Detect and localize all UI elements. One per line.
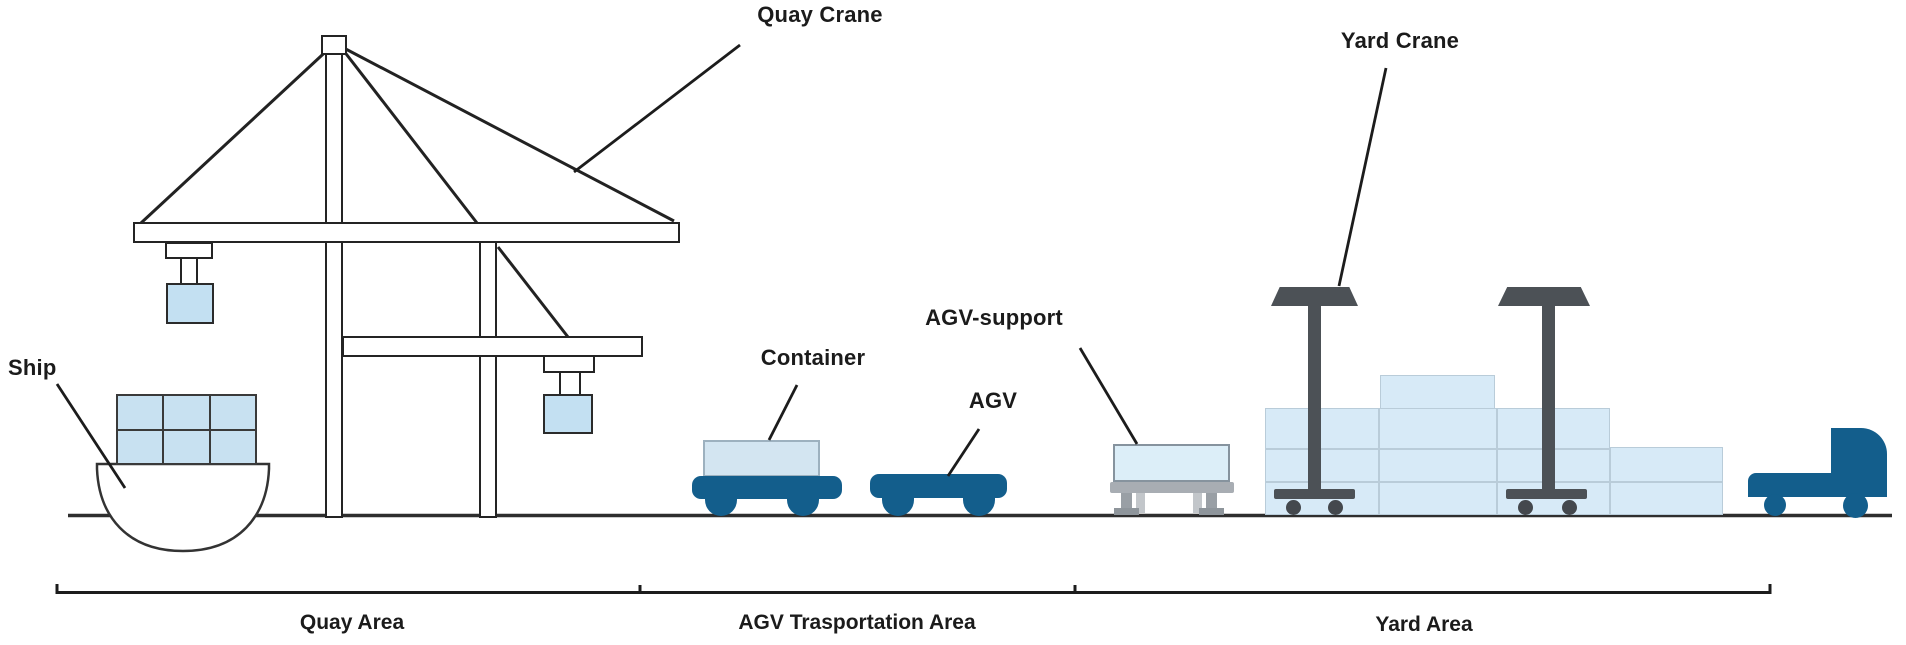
trolley-2-stem xyxy=(559,371,581,396)
agv-support-container xyxy=(1113,444,1230,482)
yard-crane-label: Yard Crane xyxy=(1340,28,1460,53)
yard-crane-1-wheel-left xyxy=(1286,500,1301,515)
yard-crane-2-wheel-right xyxy=(1562,500,1577,515)
container-label: Container xyxy=(760,345,866,370)
yard-crane-1-cap xyxy=(1271,287,1358,306)
quay-crane-main-boom xyxy=(133,222,680,243)
quay-crane-stay-right-1 xyxy=(338,45,479,224)
agv-support-leg-left xyxy=(1121,493,1132,515)
yard-stack-right-block xyxy=(1610,447,1723,515)
agv-support-top-bar xyxy=(1110,482,1234,493)
quay-crane-brace xyxy=(496,246,570,338)
yard-crane-2-bottom-bar xyxy=(1506,489,1587,499)
agv-2-body xyxy=(870,474,1007,498)
quay-crane-leader-line xyxy=(573,43,741,174)
yard-crane-2-cap xyxy=(1498,287,1590,306)
agv-transportation-area-label: AGV Trasportation Area xyxy=(738,611,976,634)
agv-support-label: AGV-support xyxy=(925,305,1063,330)
agv-1-wheel-right xyxy=(787,497,819,516)
ship-hull xyxy=(95,462,271,553)
trolley-2-container xyxy=(543,394,593,434)
agv-support-back-leg-right xyxy=(1193,493,1202,513)
agv-1-body xyxy=(692,476,842,499)
agv-support-leader-line xyxy=(1078,347,1139,445)
quay-crane-lower-beam xyxy=(342,336,643,357)
yard-crane-1-mast xyxy=(1308,304,1321,492)
quay-crane-mast xyxy=(325,53,343,518)
quay-crane-stay-right-2 xyxy=(339,44,675,223)
ship-leader-line xyxy=(55,383,127,489)
yard-crane-2-mast xyxy=(1542,304,1555,492)
area-bracket xyxy=(55,584,1772,594)
agv-support-back-leg-left xyxy=(1136,493,1145,513)
container-leader-line xyxy=(767,384,799,441)
yard-stack-line-h2 xyxy=(1266,481,1609,483)
yard-crane-1-wheel-right xyxy=(1328,500,1343,515)
agv-1-wheel-left xyxy=(705,497,737,516)
trolley-1-stem xyxy=(180,257,198,285)
agv-1-container xyxy=(703,440,820,477)
truck-wheel-rear xyxy=(1764,494,1786,516)
yard-crane-1-bottom-bar xyxy=(1274,489,1355,499)
agv-support-foot-right xyxy=(1199,508,1224,515)
agv-leader-line xyxy=(946,428,981,477)
quay-area-label: Quay Area xyxy=(299,611,405,634)
ship-label: Ship xyxy=(8,355,57,380)
truck-cab xyxy=(1831,428,1887,497)
trolley-1-container xyxy=(166,283,214,324)
agv-2-wheel-right xyxy=(963,497,995,516)
ship-container-grid xyxy=(116,394,257,465)
quay-crane-label: Quay Crane xyxy=(757,2,883,27)
agv-support-foot-left xyxy=(1114,508,1139,515)
agv-label: AGV xyxy=(968,388,1018,413)
ship-grid-line-h1 xyxy=(118,429,255,431)
agv-support-leg-right xyxy=(1206,493,1217,515)
yard-stack-line-h1 xyxy=(1266,448,1609,450)
quay-crane-mast-cap xyxy=(321,35,347,55)
yard-stack-line-v2 xyxy=(1496,409,1498,514)
yard-stack-line-v1 xyxy=(1378,409,1380,514)
yard-crane-2-wheel-left xyxy=(1518,500,1533,515)
truck-wheel-front xyxy=(1843,493,1868,518)
truck-bed xyxy=(1748,473,1835,497)
yard-stack-right-line-h1 xyxy=(1611,481,1722,483)
quay-crane-stay-left xyxy=(139,42,336,225)
yard-area-label: Yard Area xyxy=(1375,613,1473,636)
yard-crane-leader-line xyxy=(1337,67,1388,287)
agv-2-wheel-left xyxy=(882,497,914,516)
quay-crane-front-leg xyxy=(479,224,497,518)
yard-stack-top-container xyxy=(1380,375,1495,409)
